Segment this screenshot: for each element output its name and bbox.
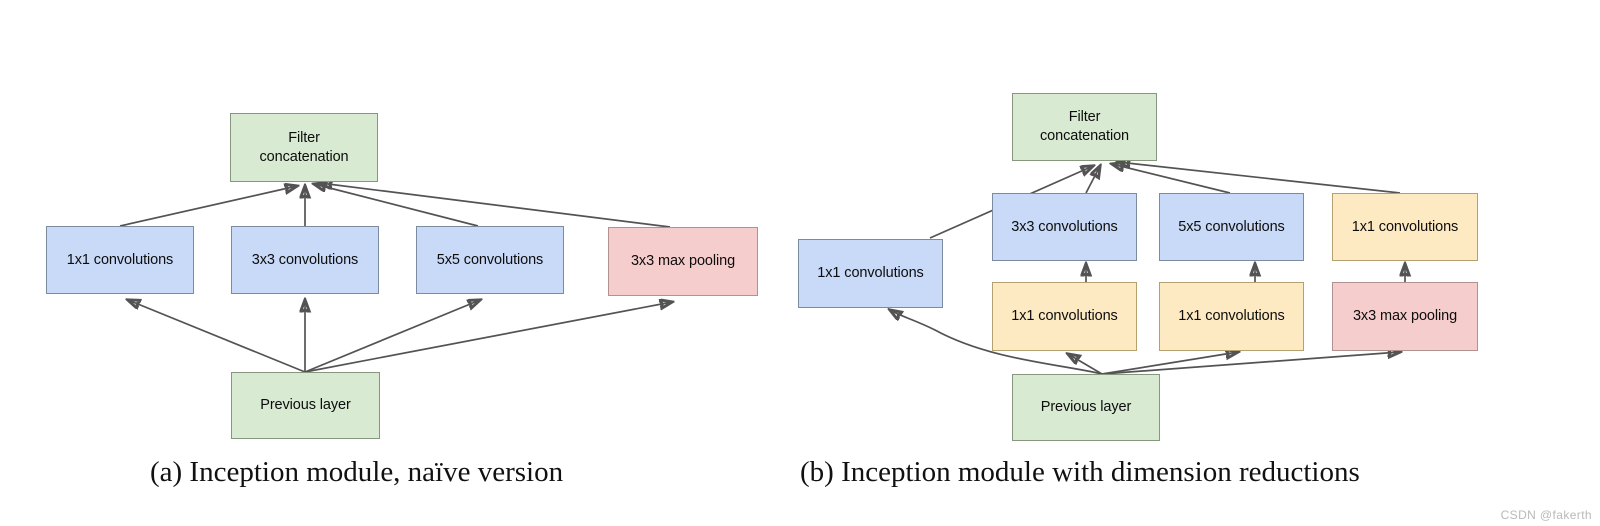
- panel-b-op-1x1-convolutions[interactable]: 1x1 convolutions: [1332, 193, 1478, 261]
- panel-a-output-edges: [119, 183, 671, 228]
- panel-a-branch-1x1-convolutions[interactable]: 1x1 convolutions: [46, 226, 194, 294]
- panel-b-reduce-1x1-convolutions-b[interactable]: 1x1 convolutions: [1159, 282, 1304, 351]
- panel-b-reduce-3x3-max-pooling[interactable]: 3x3 max pooling: [1332, 282, 1478, 351]
- panel-b-input-edges: [890, 310, 1400, 375]
- panel-b-direct-1x1-convolutions[interactable]: 1x1 convolutions: [798, 239, 943, 308]
- panel-b-op-5x5-convolutions[interactable]: 5x5 convolutions: [1159, 193, 1304, 261]
- panel-b-stack-edges: [1086, 264, 1405, 282]
- panel-b-previous-layer[interactable]: Previous layer: [1012, 374, 1160, 441]
- panel-b-caption: (b) Inception module with dimension redu…: [800, 456, 1360, 488]
- panel-a-filter-concatenation[interactable]: Filter concatenation: [230, 113, 378, 182]
- panel-a-branch-3x3-convolutions[interactable]: 3x3 convolutions: [231, 226, 379, 294]
- panel-a-input-edges: [128, 300, 672, 373]
- panel-a-branch-5x5-convolutions[interactable]: 5x5 convolutions: [416, 226, 564, 294]
- panel-b-op-3x3-convolutions[interactable]: 3x3 convolutions: [992, 193, 1137, 261]
- csdn-watermark: CSDN @fakerth: [1500, 508, 1592, 522]
- panel-a-previous-layer[interactable]: Previous layer: [231, 372, 380, 439]
- panel-a-caption: (a) Inception module, naïve version: [150, 456, 564, 488]
- panel-a-branch-3x3-max-pooling[interactable]: 3x3 max pooling: [608, 227, 758, 296]
- panel-b-reduce-1x1-convolutions-a[interactable]: 1x1 convolutions: [992, 282, 1137, 351]
- panel-b-filter-concatenation[interactable]: Filter concatenation: [1012, 93, 1157, 161]
